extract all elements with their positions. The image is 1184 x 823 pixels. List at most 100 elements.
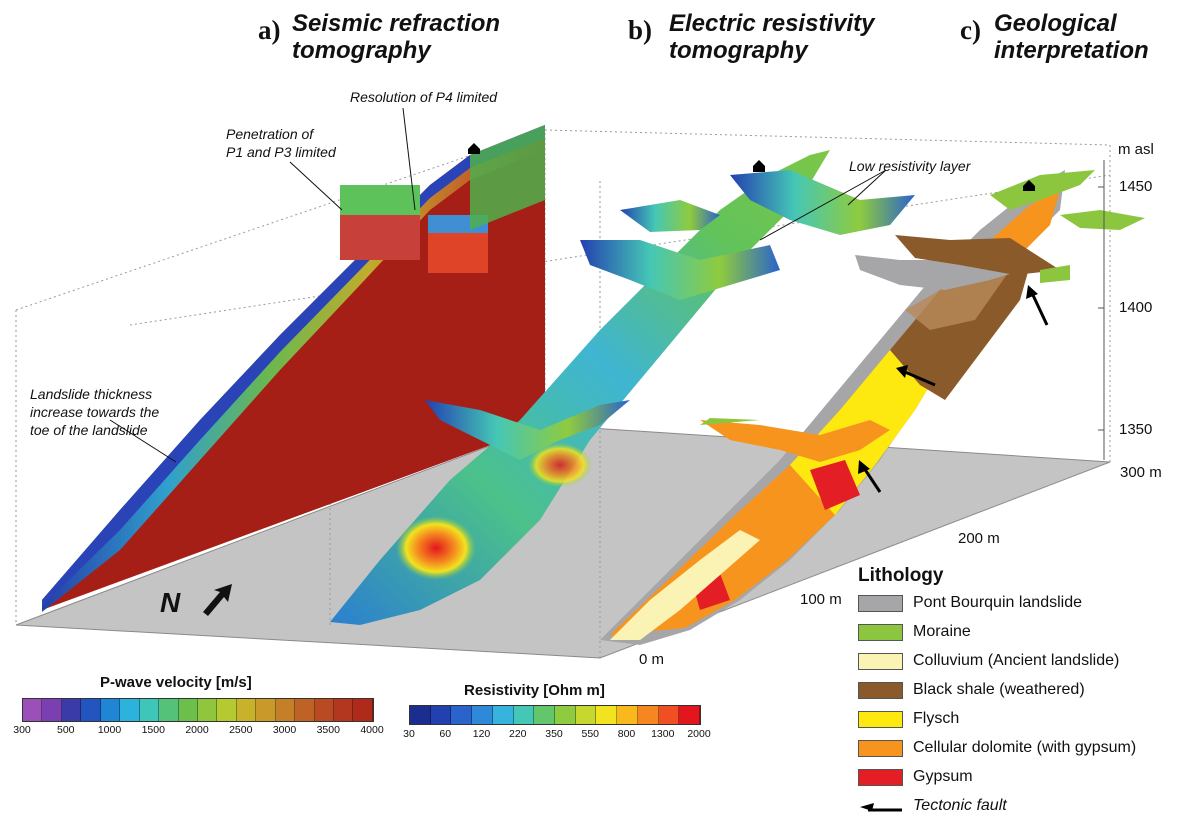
velocity-tick-label: 1500 bbox=[141, 724, 165, 736]
panel-c-title-line2: interpretation bbox=[994, 37, 1149, 64]
velocity-colorbar-segment bbox=[353, 699, 373, 721]
panel-a-title-line2: tomography bbox=[292, 37, 431, 64]
velocity-colorbar-title: P-wave velocity [m/s] bbox=[100, 674, 252, 691]
legend-swatch bbox=[858, 595, 903, 612]
velocity-tick-label: 3000 bbox=[272, 724, 297, 736]
legend-item: Gypsum bbox=[858, 766, 1178, 788]
elevation-tick-1400: 1400 bbox=[1119, 299, 1153, 316]
resistivity-tick-label: 220 bbox=[508, 728, 527, 740]
panel-a-letter: a) bbox=[258, 15, 281, 45]
legend-item: Colluvium (Ancient landslide) bbox=[858, 650, 1178, 672]
panel-c-letter: c) bbox=[960, 15, 981, 45]
annotation-landslide-thickness: Landslide thickness increase towards the… bbox=[30, 385, 159, 439]
velocity-colorbar-segment bbox=[42, 699, 62, 721]
elevation-tick-1350: 1350 bbox=[1119, 421, 1153, 438]
legend-swatch bbox=[858, 740, 903, 757]
distance-tick-100: 100 m bbox=[800, 591, 842, 608]
legend-label: Gypsum bbox=[913, 768, 973, 785]
legend-item-tectonic-fault: Tectonic fault bbox=[858, 795, 1178, 817]
velocity-colorbar-segment bbox=[23, 699, 43, 721]
north-arrow-icon bbox=[203, 584, 232, 616]
velocity-tick-label: 3500 bbox=[316, 724, 340, 736]
resistivity-tick-label: 30 bbox=[403, 728, 415, 740]
fault-arrow-icon bbox=[860, 803, 902, 812]
velocity-colorbar bbox=[22, 698, 374, 722]
velocity-tick-label: 2500 bbox=[229, 724, 253, 736]
resistivity-colorbar-segment bbox=[596, 706, 618, 724]
velocity-colorbar-segment bbox=[217, 699, 237, 721]
velocity-colorbar-segment bbox=[178, 699, 198, 721]
resistivity-colorbar bbox=[409, 705, 701, 725]
annotation-leaders bbox=[109, 107, 887, 463]
legend-swatch bbox=[858, 653, 903, 670]
velocity-tick-label: 300 bbox=[13, 724, 31, 736]
panel-b-title: Electric resistivity tomography bbox=[669, 10, 874, 64]
tectonic-fault-arrows bbox=[858, 285, 1049, 493]
resistivity-colorbar-segment bbox=[492, 706, 514, 724]
annotation-penetration-line2: P1 and P3 limited bbox=[226, 144, 336, 160]
annotation-landslide-line1: Landslide thickness bbox=[30, 386, 153, 402]
resistivity-colorbar-segment bbox=[617, 706, 638, 724]
legend-item: Moraine bbox=[858, 621, 1178, 643]
velocity-colorbar-segment bbox=[256, 699, 276, 721]
house-icon bbox=[468, 143, 1035, 191]
resistivity-tick-label: 1300 bbox=[651, 728, 675, 740]
velocity-tick-label: 2000 bbox=[185, 724, 209, 736]
legend-label: Cellular dolomite (with gypsum) bbox=[913, 739, 1137, 756]
velocity-colorbar-segment bbox=[100, 699, 121, 721]
resistivity-tick-label: 120 bbox=[472, 728, 491, 740]
legend-swatch bbox=[858, 624, 903, 641]
seismic-section bbox=[42, 125, 545, 612]
annotation-landslide-line3: toe of the landslide bbox=[30, 422, 148, 438]
annotation-low-resistivity: Low resistivity layer bbox=[849, 158, 971, 174]
resistivity-tick-label: 350 bbox=[545, 728, 563, 740]
distance-tick-0: 0 m bbox=[639, 651, 665, 668]
annotation-penetration-line1: Penetration of bbox=[226, 126, 314, 142]
distance-tick-200: 200 m bbox=[958, 530, 1000, 547]
velocity-colorbar-segment bbox=[236, 699, 257, 721]
resistivity-colorbar-title: Resistivity [Ohm m] bbox=[464, 682, 605, 699]
panel-b-letter: b) bbox=[628, 15, 653, 45]
elevation-tick-1450: 1450 bbox=[1119, 178, 1153, 195]
legend-swatch bbox=[858, 711, 903, 728]
panel-c-title: Geological interpretation bbox=[994, 10, 1149, 64]
resistivity-colorbar-segment bbox=[658, 706, 680, 724]
velocity-colorbar-segment bbox=[197, 699, 218, 721]
resistivity-section bbox=[330, 150, 915, 625]
velocity-colorbar-segment bbox=[275, 699, 296, 721]
velocity-tick-label: 500 bbox=[56, 724, 75, 736]
resistivity-colorbar-segment bbox=[534, 706, 556, 724]
resistivity-tick-label: 60 bbox=[439, 728, 452, 740]
legend-title: Lithology bbox=[858, 565, 944, 586]
velocity-colorbar-segment bbox=[334, 699, 354, 721]
legend-label: Pont Bourquin landslide bbox=[913, 594, 1083, 611]
elevation-axis-line bbox=[1098, 160, 1105, 460]
resistivity-colorbar-segment bbox=[575, 706, 597, 724]
resistivity-colorbar-segment bbox=[637, 706, 659, 724]
legend-label: Flysch bbox=[913, 710, 960, 727]
north-label: N bbox=[160, 587, 181, 618]
velocity-colorbar-segment bbox=[120, 699, 140, 721]
velocity-colorbar-segment bbox=[81, 699, 101, 721]
velocity-colorbar-segment bbox=[314, 699, 334, 721]
resistivity-colorbar-segment bbox=[679, 706, 701, 724]
distance-tick-300: 300 m bbox=[1120, 464, 1162, 481]
resistivity-colorbar-segment bbox=[472, 706, 493, 724]
resistivity-tick-label: 800 bbox=[617, 728, 636, 740]
legend-label: Colluvium (Ancient landslide) bbox=[913, 652, 1120, 669]
elevation-unit-label: m asl bbox=[1118, 141, 1154, 158]
resistivity-colorbar-segment bbox=[430, 706, 452, 724]
panel-c-title-line1: Geological bbox=[994, 10, 1117, 37]
resistivity-colorbar-segment bbox=[555, 706, 576, 724]
annotation-penetration: Penetration of P1 and P3 limited bbox=[226, 125, 336, 161]
velocity-tick-label: 1000 bbox=[97, 724, 122, 736]
resistivity-colorbar-segment bbox=[451, 706, 473, 724]
legend-swatch bbox=[858, 769, 903, 786]
resistivity-tick-label: 550 bbox=[581, 728, 600, 740]
panel-a-title: Seismic refraction tomography bbox=[292, 10, 500, 64]
legend-item: Cellular dolomite (with gypsum) bbox=[858, 737, 1178, 759]
resistivity-colorbar-segment bbox=[410, 706, 431, 724]
